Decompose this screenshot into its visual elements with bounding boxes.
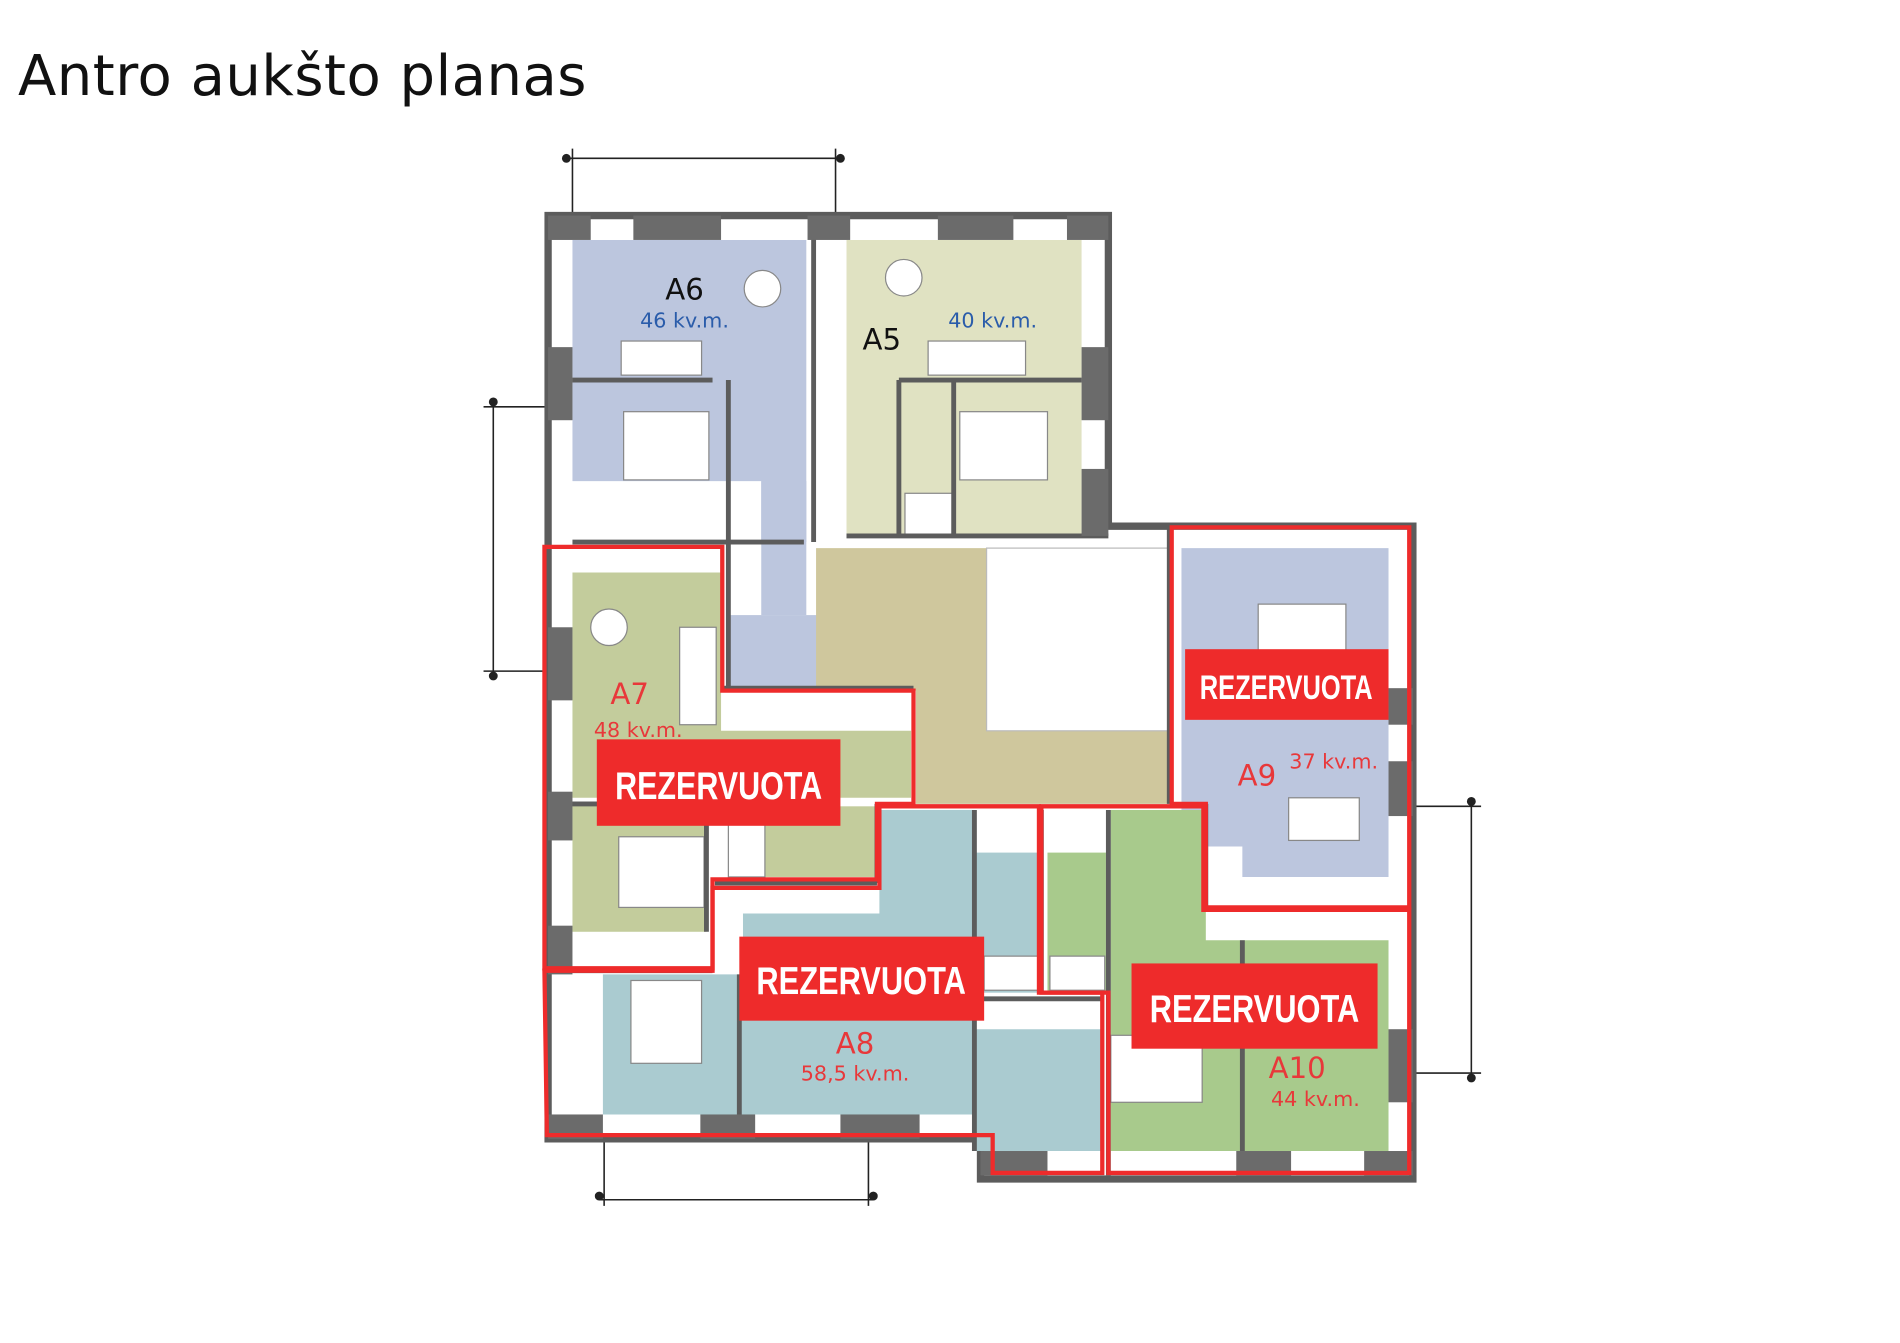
room-a8 [602,974,1103,1152]
svg-text:REZERVUOTA: REZERVUOTA [756,960,965,1003]
reserved-badge-a10: REZERVUOTA [1131,963,1378,1049]
stairs [985,547,1170,732]
apartment-a7-label: A7 [610,677,649,711]
svg-text:REZERVUOTA: REZERVUOTA [1150,988,1359,1031]
apartment-a6-label: A6 [665,273,704,307]
page-title: Antro aukšto planas [18,44,587,109]
apartment-a5-label: A5 [863,323,902,357]
apartment-a10-area: 44 kv.m. [1271,1087,1360,1111]
outline-a8 [542,804,1105,1176]
svg-text:REZERVUOTA: REZERVUOTA [1200,669,1373,707]
reserved-badge-a9: REZERVUOTA [1185,649,1389,720]
reserved-outlines [542,525,1412,1176]
apartment-a8-label: A8 [836,1027,875,1061]
dimension-lines [483,148,1482,1206]
apartment-a5-area: 40 kv.m. [948,309,1037,333]
apartment-a10-label: A10 [1269,1051,1326,1085]
reserved-badge-a8: REZERVUOTA [739,936,985,1021]
room-a5 [846,239,1082,536]
apartment-a9-area: 37 kv.m. [1289,750,1378,774]
apartment-a8-area: 58,5 kv.m. [801,1061,910,1085]
outline-a9 [1169,525,1412,910]
outline-a7 [542,544,916,971]
apartment-a9-label: A9 [1238,759,1277,793]
reserved-badge-a7: REZERVUOTA [596,739,841,826]
stair-hall [816,548,1170,804]
svg-text:REZERVUOTA: REZERVUOTA [615,765,822,808]
apartment-a7-area: 48 kv.m. [594,718,683,742]
apartment-a6-area: 46 kv.m. [640,309,729,333]
outline-a10 [1039,804,1412,1176]
